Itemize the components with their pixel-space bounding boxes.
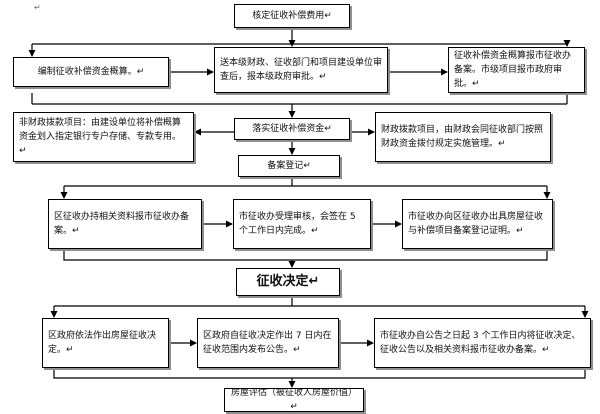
corner-return-mark: ↵ xyxy=(34,3,41,12)
step-decision-label: 征收决定↵ xyxy=(256,274,320,289)
step-filing-label: 备案登记↵ xyxy=(267,161,311,171)
step-issue-certificate: 市征收办向区征收办出具房屋征收与补偿项目备案登记证明。↵ xyxy=(402,199,553,249)
step-submit-review: 送本级财政、征收部门和项目建设单位审查后，报本级政府审批。↵ xyxy=(214,47,388,93)
step-city-review: 市征收办受理审核，会签在 5 个工作日内完成。↵ xyxy=(233,199,371,249)
step-determine-fees-label: 核定征收补偿费用↵ xyxy=(252,11,332,21)
step-decision: 征收决定↵ xyxy=(236,268,340,296)
step-non-fiscal-label: 非财政拨款项目：由建设单位将补偿概算资金划入指定银行专户存储、专款专用。↵ xyxy=(19,118,182,156)
step-district-report-label: 区征收办持相关资料报市征收办备案。↵ xyxy=(54,212,190,236)
step-district-decision: 区政府依法作出房屋征收决定。↵ xyxy=(42,318,169,368)
step-determine-fees: 核定征收补偿费用↵ xyxy=(234,4,350,28)
step-non-fiscal: 非财政拨款项目：由建设单位将补偿概算资金划入指定银行专户存储、专款专用。↵ xyxy=(13,112,194,162)
step-filing: 备案登记↵ xyxy=(238,155,340,177)
step-report-filing-label: 市征收办自公告之日起 3 个工作日内将征收决定、征收公告以及相关资料报市征收办备… xyxy=(380,331,581,355)
step-budget-filing-label: 征收补偿资金概算报市征收办备案。市级项目报市政府审批。↵ xyxy=(454,51,572,89)
step-budget-filing: 征收补偿资金概算报市征收办备案。市级项目报市政府审批。↵ xyxy=(448,47,585,93)
step-valuation: 房屋评估（被征收人房屋价值）↵ xyxy=(224,388,364,412)
step-district-report: 区征收办持相关资料报市征收办备案。↵ xyxy=(48,199,202,249)
step-district-decision-label: 区政府依法作出房屋征收决定。↵ xyxy=(48,331,157,355)
step-issue-certificate-label: 市征收办向区征收办出具房屋征收与补偿项目备案登记证明。↵ xyxy=(408,212,544,236)
step-compile-budget-label: 编制征收补偿资金概算。↵ xyxy=(37,67,145,77)
step-implement-funds: 落实征收补偿资金↵ xyxy=(234,118,350,140)
step-report-filing: 市征收办自公告之日起 3 个工作日内将征收决定、征收公告以及相关资料报市征收办备… xyxy=(374,318,591,368)
step-submit-review-label: 送本级财政、征收部门和项目建设单位审查后，报本级政府审批。↵ xyxy=(220,58,383,82)
step-valuation-label: 房屋评估（被征收人房屋价值）↵ xyxy=(230,388,357,412)
step-fiscal: 财政拨款项目，由财政会同征收部门按照财政资金拨付规定实施管理。↵ xyxy=(375,112,551,162)
step-compile-budget: 编制征收补偿资金概算。↵ xyxy=(13,57,169,87)
bracket-bottom xyxy=(53,368,586,379)
step-publish-notice-label: 区政府自征收决定作出 7 日内在征收范围内发布公告。↵ xyxy=(203,331,332,355)
step-city-review-label: 市征收办受理审核，会签在 5 个工作日内完成。↵ xyxy=(239,212,356,236)
step-implement-funds-label: 落实征收补偿资金↵ xyxy=(252,124,332,134)
step-fiscal-label: 财政拨款项目，由财政会同征收部门按照财政资金拨付规定实施管理。↵ xyxy=(381,125,544,149)
step-publish-notice: 区政府自征收决定作出 7 日内在征收范围内发布公告。↵ xyxy=(197,318,339,368)
bracket-return xyxy=(63,249,548,261)
